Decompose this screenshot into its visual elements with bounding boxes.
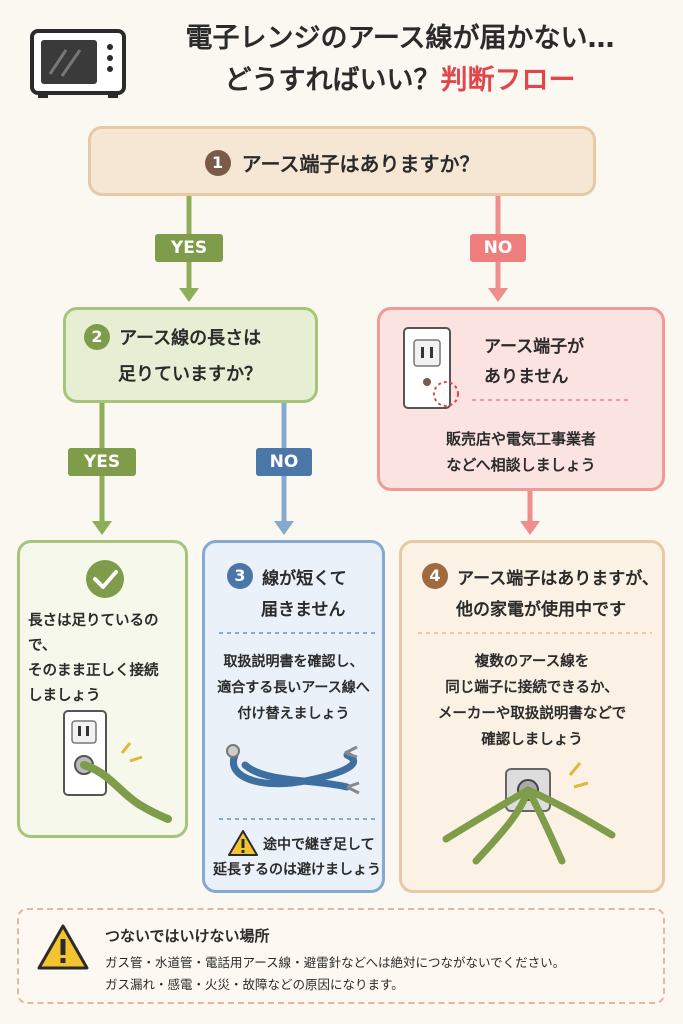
page-title: 電子レンジのアース線が届かない… どうすればいい？判断フロー [140, 18, 660, 102]
short-body: 取扱説明書を確認し、 適合する長いアース線へ 付け替えましょう [205, 649, 382, 727]
warning-box: つないではいけない場所 ガス管・水道管・電話用アース線・避雷針などへは絶対につな… [17, 908, 665, 1004]
cable-icon [226, 744, 360, 795]
enough-line-2: そのまま正しく接続 [28, 663, 159, 679]
check-icon [86, 560, 124, 598]
yes-label-q2: YES [68, 448, 136, 476]
title-line-1: 電子レンジのアース線が届かない… [185, 23, 615, 54]
in-use-heading-1: アース端子はありますが、 [457, 568, 659, 589]
short-heading-1: 線が短くて [262, 568, 347, 589]
connected-outlet-icon [63, 710, 172, 823]
short-number: 3 [227, 563, 253, 589]
short-wire-box: 3 線が短くて 届きません 取扱説明書を確認し、 適合する長いアース線へ 付け替… [202, 540, 385, 893]
question-2-line-1: アース線の長さは [119, 328, 262, 349]
enough-length-box: 長さは足りているので、 そのまま正しく接続 しましょう [17, 540, 188, 838]
title-main: どうすればいい？ [224, 65, 441, 96]
no-label-q1: NO [470, 234, 526, 262]
short-body-2: 適合する長いアース線へ [217, 680, 370, 696]
question-1-text: アース端子はありますか？ [241, 152, 480, 176]
warning-line-1: ガス管・水道管・電話用アース線・避雷針などへは絶対につながないでください。 [105, 955, 566, 970]
warning-icon [37, 924, 89, 970]
question-2-number: 2 [84, 324, 110, 350]
short-body-1: 取扱説明書を確認し、 [223, 654, 364, 670]
short-caution-2: 延長するのは避けましょう [213, 862, 381, 878]
yes-label-q1: YES [155, 234, 223, 262]
in-use-number: 4 [422, 563, 448, 589]
in-use-body-4: 確認しましょう [481, 732, 583, 748]
short-heading-2: 届きません [261, 600, 346, 620]
no-terminal-heading-2: ありません [484, 367, 569, 387]
shared-terminal-icon [442, 762, 616, 865]
in-use-body: 複数のアース線を 同じ端子に接続できるか、 メーカーや取扱説明書などで 確認しま… [402, 649, 662, 753]
warning-line-2: ガス漏れ・感電・火災・故障などの原因になります。 [105, 977, 404, 992]
enough-line-1: 長さは足りているので、 [28, 613, 159, 654]
warning-heading: つないではいけない場所 [105, 927, 270, 945]
in-use-body-1: 複数のアース線を [474, 654, 590, 670]
in-use-heading-2: 他の家電が使用中です [456, 600, 626, 620]
in-use-body-3: メーカーや取扱説明書などで [437, 706, 627, 722]
no-terminal-heading: アース端子が ありません [484, 332, 584, 392]
caution-icon [228, 830, 258, 856]
no-terminal-body-1: 販売店や電気工事業者 [445, 430, 596, 448]
no-terminal-heading-1: アース端子が [484, 337, 585, 357]
enough-text: 長さは足りているので、 そのまま正しく接続 しましょう [28, 609, 185, 709]
title-highlight: 判断フロー [440, 65, 576, 96]
in-use-divider [418, 632, 652, 634]
outlet-icon [403, 327, 630, 409]
no-terminal-body: 販売店や電気工事業者 などへ相談しましょう [380, 426, 662, 478]
short-body-3: 付け替えましょう [237, 706, 350, 722]
in-use-body-2: 同じ端子に接続できるか、 [445, 680, 619, 696]
enough-line-3: しましょう [28, 688, 101, 704]
no-terminal-box: アース端子が ありません 販売店や電気工事業者 などへ相談しましょう [377, 307, 665, 491]
question-2-line-2: 足りていますか？ [118, 364, 262, 385]
question-1-number: 1 [204, 149, 231, 176]
question-1-box: 1 アース端子はありますか？ [88, 126, 596, 196]
no-terminal-body-2: などへ相談しましょう [446, 456, 596, 474]
title-line-2: どうすればいい？判断フロー [140, 60, 660, 102]
in-use-box: 4 アース端子はありますが、 他の家電が使用中です 複数のアース線を 同じ端子に… [399, 540, 665, 893]
no-label-q2: NO [256, 448, 312, 476]
short-caution-1: 途中で継ぎ足して [263, 837, 375, 853]
question-2-box: 2 アース線の長さは 足りていますか？ [63, 307, 318, 403]
short-dividers [219, 632, 375, 820]
